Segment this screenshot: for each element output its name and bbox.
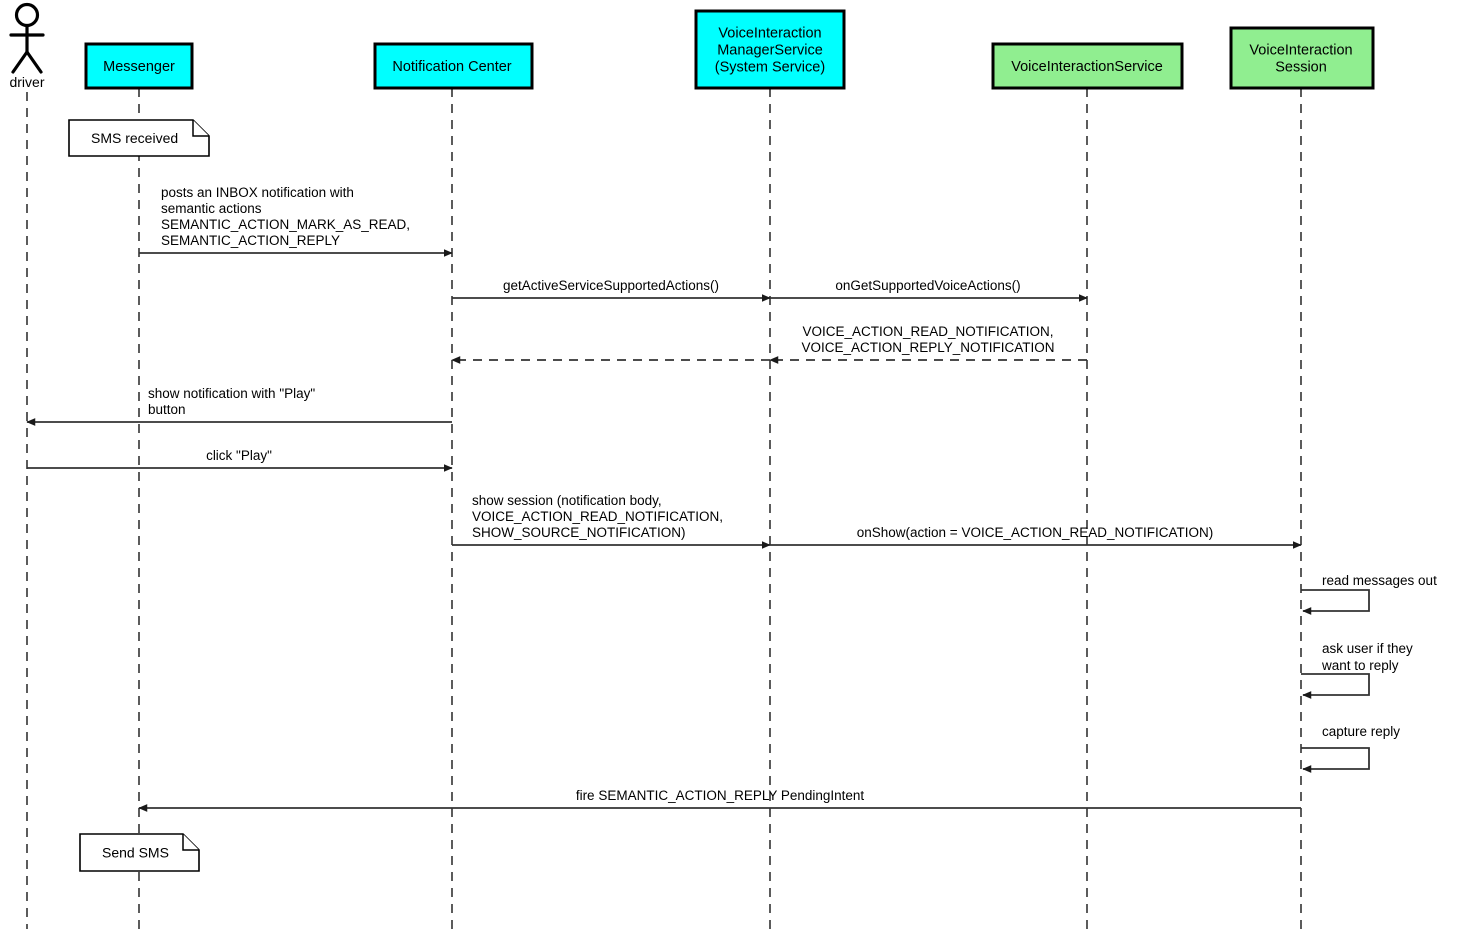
note-label-note-send-sms: Send SMS	[102, 845, 169, 861]
participant-label-voice-interaction-manager-service: VoiceInteraction	[718, 26, 821, 42]
note-note-sms-received: SMS received	[68, 119, 210, 157]
note-note-send-sms: Send SMS	[79, 833, 200, 872]
message-label-msg-show-session: VOICE_ACTION_READ_NOTIFICATION,	[472, 509, 723, 524]
participant-label-voice-interaction-session: VoiceInteraction	[1249, 43, 1352, 59]
message-label-msg-post-inbox-notification: posts an INBOX notification with	[161, 185, 354, 200]
message-label-msg-on-show: onShow(action = VOICE_ACTION_READ_NOTIFI…	[857, 525, 1213, 540]
participant-box-voice-interaction-manager-service[interactable]	[694, 9, 846, 90]
self-call-path-selfcall-ask-user-if-they-want-to-reply	[1301, 673, 1370, 699]
participant-label-voice-interaction-manager-service: (System Service)	[715, 60, 825, 76]
message-label-msg-show-notification-with-play-button: button	[148, 402, 186, 417]
message-label-msg-show-session: show session (notification body,	[472, 493, 662, 508]
message-label-msg-return-voice-actions-to-vims: VOICE_ACTION_REPLY_NOTIFICATION	[801, 340, 1054, 355]
participant-box-notification-center[interactable]	[373, 42, 534, 90]
message-msg-show-session[interactable]: show session (notification body,VOICE_AC…	[452, 493, 771, 549]
participant-label-voice-interaction-service: VoiceInteractionService	[1011, 59, 1163, 75]
participant-messenger[interactable]: Messenger	[84, 42, 194, 90]
note-label-note-sms-received: SMS received	[91, 130, 178, 146]
message-label-msg-click-play: click "Play"	[206, 448, 272, 463]
actor-head-icon	[14, 2, 40, 28]
message-label-msg-post-inbox-notification: SEMANTIC_ACTION_MARK_AS_READ,	[161, 217, 410, 232]
participant-box-messenger[interactable]	[84, 42, 194, 90]
lifelines-layer	[26, 88, 1302, 929]
message-label-msg-fire-semantic-action-reply-pending-intent: fire SEMANTIC_ACTION_REPLY PendingIntent	[576, 788, 865, 803]
actor-leg-right-icon	[25, 50, 43, 74]
message-label-msg-post-inbox-notification: SEMANTIC_ACTION_REPLY	[161, 233, 340, 248]
self-call-selfcall-ask-user-if-they-want-to-reply[interactable]: ask user if they want to reply	[1301, 641, 1413, 699]
self-call-label-selfcall-ask-user-if-they-want-to-reply: ask user if they	[1322, 641, 1413, 656]
self-call-label-selfcall-ask-user-if-they-want-to-reply: want to reply	[1321, 658, 1399, 673]
messages-layer: posts an INBOX notification withsemantic…	[26, 185, 1302, 812]
note-shape-note-send-sms	[79, 833, 200, 872]
message-msg-on-get-supported-voice-actions[interactable]: onGetSupportedVoiceActions()	[770, 278, 1088, 302]
message-msg-click-play[interactable]: click "Play"	[27, 448, 453, 472]
participant-box-voice-interaction-service[interactable]	[991, 42, 1184, 90]
message-label-msg-get-active-service-supported-actions: getActiveServiceSupportedActions()	[503, 278, 719, 293]
self-call-path-selfcall-read-messages-out	[1301, 589, 1370, 615]
participant-label-messenger: Messenger	[103, 59, 175, 75]
participant-label-voice-interaction-manager-service: ManagerService	[717, 43, 823, 59]
self-call-selfcall-capture-reply[interactable]: capture reply	[1301, 724, 1400, 773]
participant-label-notification-center: Notification Center	[392, 59, 511, 75]
message-label-msg-show-notification-with-play-button: show notification with "Play"	[148, 386, 315, 401]
message-msg-get-active-service-supported-actions[interactable]: getActiveServiceSupportedActions()	[452, 278, 771, 302]
message-msg-post-inbox-notification[interactable]: posts an INBOX notification withsemantic…	[139, 185, 453, 257]
self-call-label-selfcall-read-messages-out: read messages out	[1322, 573, 1437, 588]
self-call-selfcall-read-messages-out[interactable]: read messages out	[1301, 573, 1437, 615]
message-msg-on-show[interactable]: onShow(action = VOICE_ACTION_READ_NOTIFI…	[770, 525, 1302, 549]
message-msg-return-voice-actions-to-vims[interactable]: VOICE_ACTION_READ_NOTIFICATION,VOICE_ACT…	[769, 324, 1087, 364]
message-msg-show-notification-with-play-button[interactable]: show notification with "Play"button	[26, 386, 452, 426]
note-shape-note-sms-received	[68, 119, 210, 157]
message-msg-fire-semantic-action-reply-pending-intent[interactable]: fire SEMANTIC_ACTION_REPLY PendingIntent	[138, 788, 1301, 812]
message-label-msg-on-get-supported-voice-actions: onGetSupportedVoiceActions()	[835, 278, 1020, 293]
participant-box-voice-interaction-session[interactable]	[1229, 26, 1375, 90]
participants-layer: Messenger Notification Center VoiceInterac…	[84, 9, 1375, 90]
actor-leg-left-icon	[11, 50, 29, 74]
note-fold-icon-note-sms-received	[192, 120, 209, 137]
driver-actor-group: driver	[9, 2, 45, 91]
self-calls-layer: read messages out ask user if they want to…	[1301, 573, 1437, 773]
self-call-label-selfcall-capture-reply: capture reply	[1322, 724, 1400, 739]
self-call-path-selfcall-capture-reply	[1301, 747, 1370, 773]
participant-voice-interaction-service[interactable]: VoiceInteractionService	[991, 42, 1184, 90]
participant-label-voice-interaction-session: Session	[1275, 60, 1327, 76]
driver-actor[interactable]: driver	[9, 2, 45, 91]
message-label-msg-return-voice-actions-to-vims: VOICE_ACTION_READ_NOTIFICATION,	[802, 324, 1053, 339]
message-label-msg-post-inbox-notification: semantic actions	[161, 201, 262, 216]
note-fold-icon-note-send-sms	[182, 834, 199, 851]
participant-notification-center[interactable]: Notification Center	[373, 42, 534, 90]
driver-actor-label: driver	[9, 74, 44, 90]
message-label-msg-show-session: SHOW_SOURCE_NOTIFICATION)	[472, 525, 686, 540]
